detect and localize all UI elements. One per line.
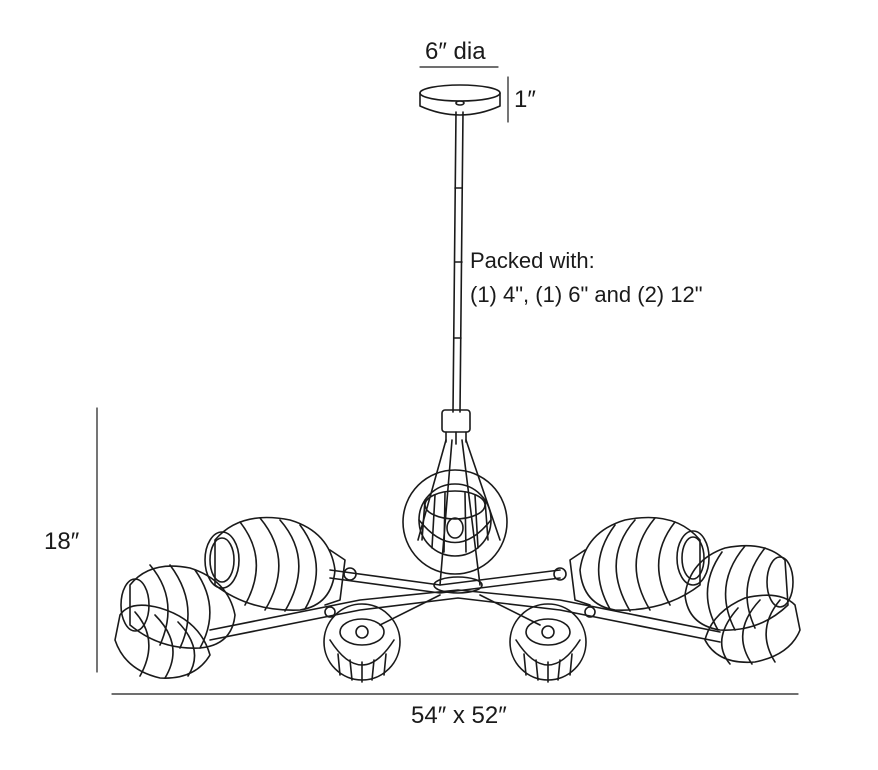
canopy-diameter-label: 6″ dia	[425, 38, 486, 65]
shade-right-outer	[684, 544, 801, 665]
downrod-note: Packed with: (1) 4", (1) 6" and (2) 12"	[470, 244, 703, 312]
overall-width-label: 54″ x 52″	[411, 702, 507, 729]
canopy-height-label: 1″	[514, 86, 536, 113]
shade-right-front	[509, 603, 587, 683]
downrod-note-line2: (1) 4", (1) 6" and (2) 12"	[470, 282, 703, 307]
center-hub	[417, 409, 501, 594]
canopy	[419, 66, 509, 123]
dimension-lines	[96, 407, 799, 695]
chandelier-arms	[209, 567, 721, 643]
downrod	[452, 111, 464, 413]
shade-left-front	[323, 603, 401, 683]
downrod-note-line1: Packed with:	[470, 248, 595, 273]
shade-top-center	[402, 469, 508, 575]
shade-left-outer	[114, 564, 236, 679]
overall-height-label: 18″	[44, 528, 80, 555]
shade-left-upper	[204, 516, 346, 612]
shade-right-upper	[569, 516, 710, 612]
